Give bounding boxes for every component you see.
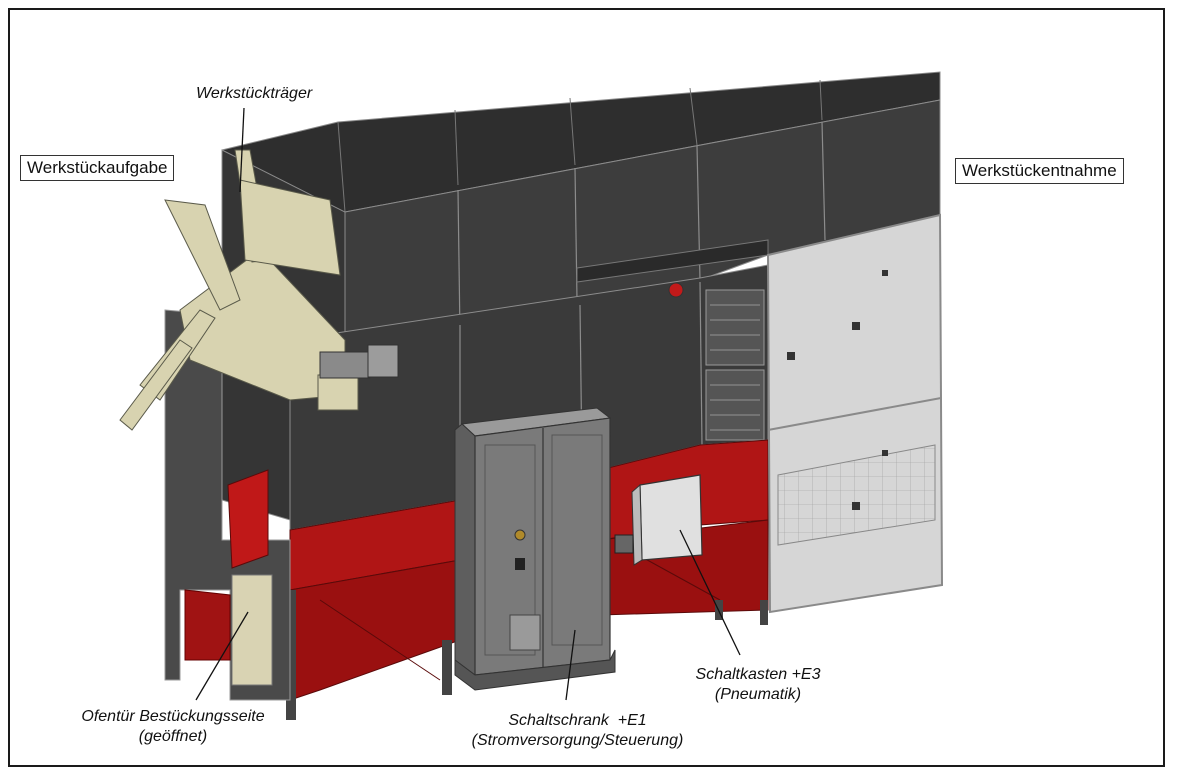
- cabinet-door-left: [484, 444, 536, 656]
- leader-lines: [195, 107, 741, 701]
- cabinet-main-switch: [515, 558, 525, 570]
- control-cabinet-side: [454, 423, 476, 676]
- roof-segments: [337, 79, 823, 213]
- left-red-guard: [184, 589, 231, 661]
- label-oven-door-line1: Ofentür Bestückungsseite: [81, 708, 265, 725]
- label-workpiece-infeed: Werkstückaufgabe: [20, 155, 175, 181]
- cabinet-plinth: [454, 649, 616, 691]
- label-switch-box-line1: Schaltkasten +E3: [695, 666, 821, 683]
- label-workpiece-outfeed: Werkstückentnahme: [955, 158, 1124, 184]
- oven-door-open: [227, 469, 269, 569]
- workpiece-carrier: [119, 149, 359, 431]
- drive-motor: [319, 351, 371, 379]
- label-workpiece-carrier: Werkstückträger: [196, 85, 313, 102]
- label-control-cabinet: Schaltschrank +E1 (Stromversorgung/Steue…: [455, 711, 700, 751]
- label-switch-box: Schaltkasten +E3 (Pneumatik): [678, 665, 838, 705]
- label-control-cabinet-line1: Schaltschrank +E1: [508, 712, 647, 729]
- switch-box-front: [639, 474, 703, 561]
- label-oven-door-line2: (geöffnet): [138, 728, 208, 745]
- oven-door-inner: [231, 574, 273, 686]
- vent-grille-upper: [705, 289, 765, 366]
- label-oven-door: Ofentür Bestückungsseite (geöffnet): [48, 707, 298, 747]
- cabinet-door-right: [551, 434, 603, 646]
- vent-grille-lower: [705, 369, 765, 441]
- cabinet-indicator: [514, 529, 526, 541]
- label-switch-box-line2: (Pneumatik): [714, 686, 802, 703]
- cabinet-vent: [509, 614, 541, 651]
- glass-fasteners: [787, 270, 888, 510]
- label-control-cabinet-line2: (Stromversorgung/Steuerung): [471, 732, 684, 749]
- signal-lamp: [668, 282, 684, 298]
- pneumatic-valve: [614, 534, 634, 554]
